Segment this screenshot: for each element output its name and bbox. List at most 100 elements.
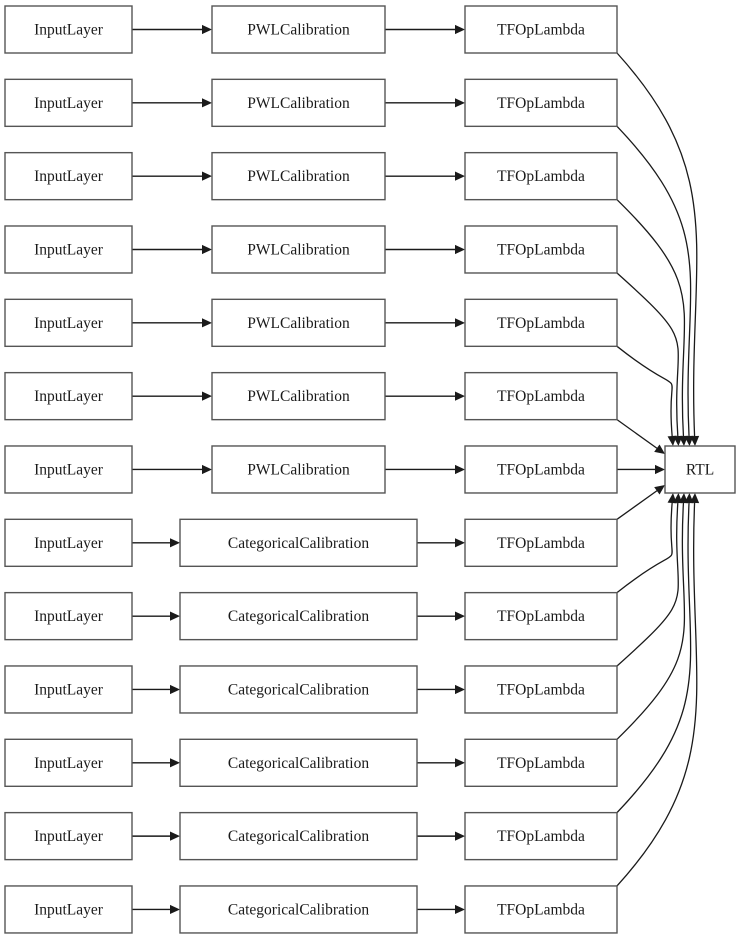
node-input-layer-5[interactable]: InputLayer — [4, 298, 133, 348]
edge-lambda-to-rtl-5 — [616, 345, 677, 446]
node-input-layer-7-label: InputLayer — [34, 461, 104, 478]
node-categorical-calibration-13[interactable]: CategoricalCalibration — [179, 885, 418, 934]
node-rtl[interactable]: RTL — [664, 445, 736, 494]
node-input-layer-1[interactable]: InputLayer — [4, 5, 133, 54]
node-categorical-calibration-12[interactable]: CategoricalCalibration — [179, 811, 418, 861]
node-categorical-calibration-11[interactable]: CategoricalCalibration — [179, 738, 418, 787]
node-input-layer-8-label: InputLayer — [34, 535, 104, 552]
node-tfoplambda-10[interactable]: TFOpLambda — [464, 665, 618, 714]
edge-calibration-to-lambda-2 — [385, 98, 465, 108]
edge-input-to-calibration-12-arrowhead — [170, 831, 180, 841]
node-pwl-calibration-7[interactable]: PWLCalibration — [211, 445, 386, 494]
node-input-layer-7[interactable]: InputLayer — [4, 445, 133, 494]
edge-calibration-to-lambda-3-arrowhead — [455, 171, 465, 181]
node-tfoplambda-4[interactable]: TFOpLambda — [464, 225, 618, 274]
node-categorical-calibration-10[interactable]: CategoricalCalibration — [179, 665, 418, 714]
node-tfoplambda-13[interactable]: TFOpLambda — [464, 885, 618, 934]
node-input-layer-9[interactable]: InputLayer — [4, 591, 133, 641]
node-pwl-calibration-2[interactable]: PWLCalibration — [211, 78, 386, 128]
edge-input-to-calibration-3 — [132, 171, 212, 181]
node-input-layer-4[interactable]: InputLayer — [4, 225, 133, 274]
node-tfoplambda-12[interactable]: TFOpLambda — [464, 811, 618, 861]
edge-input-to-calibration-6-arrowhead — [202, 391, 212, 401]
node-categorical-calibration-12-label: CategoricalCalibration — [228, 828, 369, 845]
node-tfoplambda-13-label: TFOpLambda — [497, 901, 585, 918]
edge-calibration-to-lambda-11-arrowhead — [455, 758, 465, 768]
edge-input-to-calibration-11 — [132, 758, 180, 768]
node-tfoplambda-9-label: TFOpLambda — [497, 608, 585, 625]
node-categorical-calibration-8-label: CategoricalCalibration — [228, 535, 369, 552]
edge-calibration-to-lambda-1 — [385, 24, 465, 35]
edge-input-to-calibration-5 — [132, 318, 212, 328]
node-tfoplambda-11[interactable]: TFOpLambda — [464, 738, 618, 787]
node-tfoplambda-1-label: TFOpLambda — [497, 22, 585, 39]
edge-calibration-to-lambda-6 — [385, 391, 465, 401]
node-input-layer-11-label: InputLayer — [34, 755, 104, 772]
node-tfoplambda-8[interactable]: TFOpLambda — [464, 518, 618, 568]
edge-calibration-to-lambda-8 — [417, 538, 465, 548]
node-tfoplambda-3-label: TFOpLambda — [497, 168, 585, 185]
node-input-layer-8[interactable]: InputLayer — [4, 518, 133, 568]
node-rtl-label: RTL — [686, 462, 714, 479]
node-pwl-calibration-1-label: PWLCalibration — [247, 22, 350, 39]
edge-input-to-calibration-3-arrowhead — [202, 171, 212, 181]
node-input-layer-9-label: InputLayer — [34, 608, 104, 625]
node-input-layer-13[interactable]: InputLayer — [4, 885, 133, 934]
edge-lambda-to-rtl-8 — [616, 485, 665, 520]
edge-input-to-calibration-10-arrowhead — [170, 684, 180, 695]
edge-input-to-calibration-9 — [132, 611, 180, 621]
node-pwl-calibration-3[interactable]: PWLCalibration — [211, 151, 386, 201]
node-input-layer-10[interactable]: InputLayer — [4, 665, 133, 714]
node-tfoplambda-5-label: TFOpLambda — [497, 315, 585, 332]
node-pwl-calibration-2-label: PWLCalibration — [247, 95, 350, 112]
edge-calibration-to-lambda-9-arrowhead — [455, 611, 465, 621]
edge-calibration-to-lambda-12-arrowhead — [455, 831, 465, 841]
node-tfoplambda-3[interactable]: TFOpLambda — [464, 151, 618, 201]
node-tfoplambda-2[interactable]: TFOpLambda — [464, 78, 618, 128]
node-tfoplambda-6[interactable]: TFOpLambda — [464, 371, 618, 421]
edge-input-to-calibration-5-arrowhead — [202, 318, 212, 328]
node-pwl-calibration-4[interactable]: PWLCalibration — [211, 225, 386, 274]
node-categorical-calibration-9-label: CategoricalCalibration — [228, 608, 369, 625]
node-tfoplambda-9[interactable]: TFOpLambda — [464, 591, 618, 641]
edge-lambda-to-rtl-10 — [616, 493, 683, 667]
edge-calibration-to-lambda-6-arrowhead — [455, 391, 465, 401]
node-pwl-calibration-1[interactable]: PWLCalibration — [211, 5, 386, 54]
edge-calibration-to-lambda-8-arrowhead — [455, 538, 465, 548]
node-categorical-calibration-11-label: CategoricalCalibration — [228, 755, 369, 772]
edge-calibration-to-lambda-13-arrowhead — [455, 904, 465, 915]
edge-calibration-to-lambda-12 — [417, 831, 465, 841]
edge-lambda-to-rtl-8-arrowhead — [654, 485, 665, 495]
node-input-layer-11[interactable]: InputLayer — [4, 738, 133, 787]
node-input-layer-13-label: InputLayer — [34, 901, 104, 918]
node-input-layer-2-label: InputLayer — [34, 95, 104, 112]
node-input-layer-3[interactable]: InputLayer — [4, 151, 133, 201]
node-input-layer-6[interactable]: InputLayer — [4, 371, 133, 421]
node-tfoplambda-1[interactable]: TFOpLambda — [464, 5, 618, 54]
node-pwl-calibration-5[interactable]: PWLCalibration — [211, 298, 386, 348]
edge-input-to-calibration-12 — [132, 831, 180, 841]
node-categorical-calibration-10-label: CategoricalCalibration — [228, 681, 369, 698]
edge-input-to-calibration-10 — [132, 684, 180, 695]
edge-input-to-calibration-8-arrowhead — [170, 538, 180, 548]
edge-calibration-to-lambda-13 — [417, 904, 465, 915]
node-categorical-calibration-9[interactable]: CategoricalCalibration — [179, 591, 418, 641]
node-tfoplambda-5[interactable]: TFOpLambda — [464, 298, 618, 348]
edge-calibration-to-lambda-10 — [417, 684, 465, 695]
node-input-layer-2[interactable]: InputLayer — [4, 78, 133, 128]
edge-input-to-calibration-11-arrowhead — [170, 758, 180, 768]
edge-lambda-to-rtl-7-arrowhead — [655, 464, 665, 475]
node-tfoplambda-7[interactable]: TFOpLambda — [464, 445, 618, 494]
edge-lambda-to-rtl-4 — [616, 272, 683, 446]
node-categorical-calibration-8[interactable]: CategoricalCalibration — [179, 518, 418, 568]
edge-input-to-calibration-13-arrowhead — [170, 904, 180, 915]
node-tfoplambda-2-label: TFOpLambda — [497, 95, 585, 112]
node-input-layer-12[interactable]: InputLayer — [4, 811, 133, 861]
edge-input-to-calibration-8 — [132, 538, 180, 548]
node-tfoplambda-8-label: TFOpLambda — [497, 535, 585, 552]
node-input-layer-6-label: InputLayer — [34, 388, 104, 405]
node-pwl-calibration-6[interactable]: PWLCalibration — [211, 371, 386, 421]
node-input-layer-4-label: InputLayer — [34, 241, 104, 258]
node-pwl-calibration-6-label: PWLCalibration — [247, 388, 350, 405]
